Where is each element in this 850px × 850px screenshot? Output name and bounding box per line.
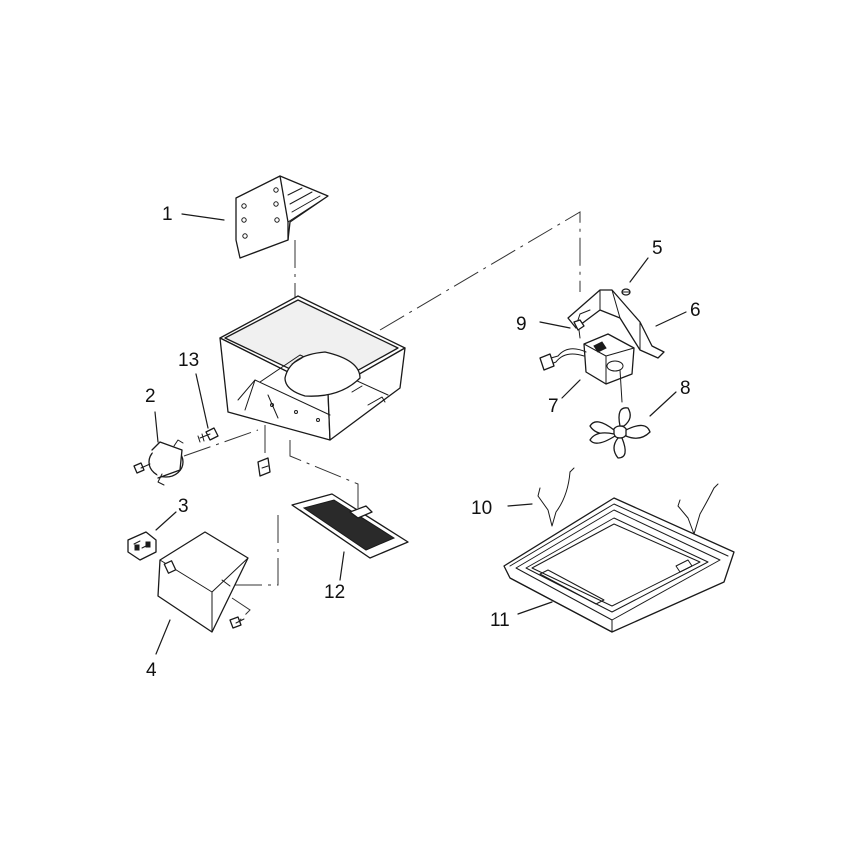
cover-screw	[229, 616, 245, 629]
callout-4: 4	[146, 660, 157, 681]
callout-10: 10	[471, 498, 492, 519]
callout-12: 12	[324, 582, 345, 603]
callout-8: 8	[680, 378, 691, 399]
callout-6: 6	[690, 300, 701, 321]
grille	[503, 497, 735, 633]
duct-connector	[148, 439, 184, 486]
motor-mounting-plate	[567, 289, 665, 359]
filter	[291, 493, 409, 559]
nut-9	[573, 319, 585, 339]
leader-lines	[154, 213, 687, 655]
screw-13	[197, 427, 219, 443]
fan-blade	[589, 407, 651, 459]
callout-1: 1	[162, 204, 173, 225]
callout-11: 11	[490, 610, 510, 631]
fan-housing	[219, 295, 406, 441]
callout-3: 3	[178, 496, 189, 517]
callout-13: 13	[178, 350, 199, 371]
grille-springs	[537, 467, 719, 535]
callout-5: 5	[652, 238, 663, 259]
wire-connector	[127, 531, 157, 561]
clip	[257, 457, 271, 477]
callout-9: 9	[516, 314, 527, 335]
motor	[539, 333, 635, 403]
screw-2	[133, 462, 151, 474]
callout-7: 7	[548, 396, 559, 417]
mounting-bracket	[235, 175, 329, 259]
wiring-cover	[157, 531, 249, 633]
callout-2: 2	[145, 386, 156, 407]
assembly-guide-lines	[183, 211, 581, 621]
screw-5	[621, 288, 631, 296]
